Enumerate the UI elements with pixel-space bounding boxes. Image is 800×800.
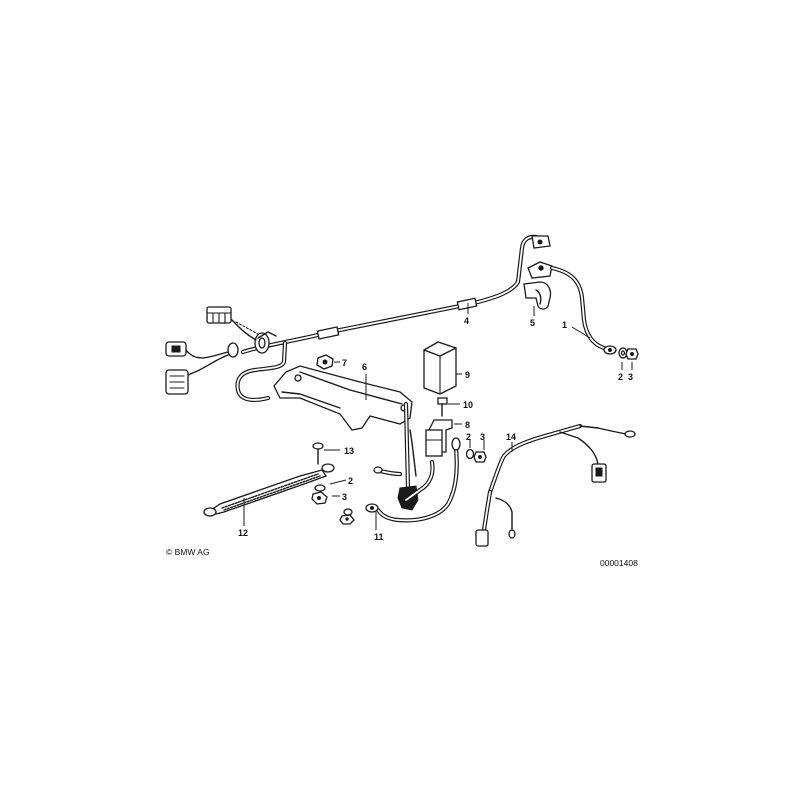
callout-3-left: 3 (342, 492, 347, 502)
callout-5: 5 (530, 318, 535, 328)
callout-4: 4 (464, 316, 469, 326)
callout-12: 12 (238, 528, 248, 538)
callout-1: 1 (562, 320, 567, 330)
cable-clip-bracket (523, 281, 552, 310)
diagram-reference-number: 00001408 (600, 558, 638, 568)
relay-holder-8 (425, 419, 453, 457)
callout-3-right: 3 (628, 372, 633, 382)
washer-nut-set-center (465, 448, 487, 463)
relay-box (423, 341, 457, 395)
callout-14: 14 (506, 432, 516, 442)
ground-cable-11 (365, 437, 461, 523)
callout-11: 11 (374, 532, 384, 542)
callout-3-center: 3 (480, 432, 485, 442)
vertical-cable (397, 401, 435, 511)
callout-leaders (243, 303, 633, 530)
hex-nut-7 (316, 354, 334, 370)
screw-10 (437, 397, 448, 417)
callout-labels: 1 2 3 4 5 6 7 9 10 8 2 3 11 12 13 2 3 14 (238, 316, 633, 542)
washer-nut-set-right (618, 347, 639, 360)
plug-connector-middle (165, 341, 187, 357)
callout-2-center: 2 (466, 432, 471, 442)
callout-13: 13 (344, 446, 354, 456)
plug-connector-lower (165, 369, 189, 395)
callout-6: 6 (362, 362, 367, 372)
holder-bracket (273, 365, 413, 431)
callout-7: 7 (342, 358, 347, 368)
screw-13 (312, 442, 324, 465)
copyright-label: © BMW AG (166, 547, 210, 557)
washer-nut-set-left (311, 484, 355, 525)
ground-strap-12 (203, 463, 335, 517)
wiring-harness-14 (475, 423, 636, 547)
callout-10: 10 (463, 400, 473, 410)
callout-2-right: 2 (618, 372, 623, 382)
plug-connector-top (206, 306, 232, 324)
callout-8: 8 (465, 420, 470, 430)
battery-cable-with-terminal (527, 261, 617, 355)
main-cable-harness (235, 234, 551, 402)
callout-2-left: 2 (348, 476, 353, 486)
callout-9: 9 (465, 370, 470, 380)
left-connectors (165, 306, 277, 395)
